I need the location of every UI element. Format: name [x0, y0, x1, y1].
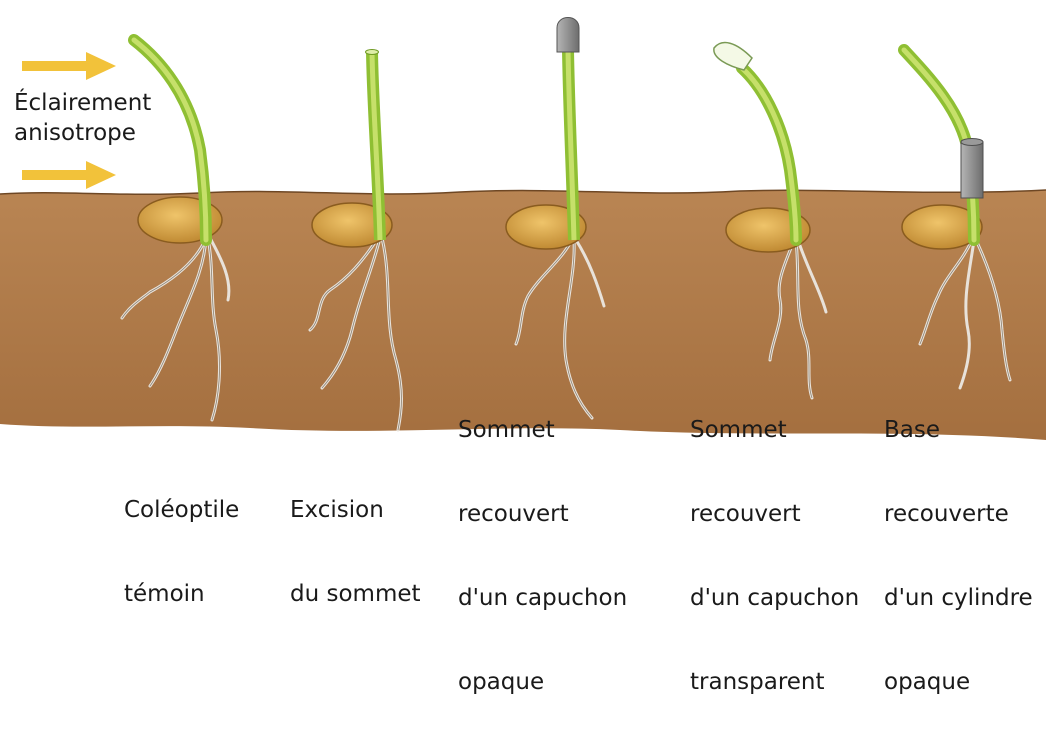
label-line: d'un cylindre: [884, 584, 1033, 612]
light-arrow-bottom: [22, 161, 116, 189]
phototropism-diagram: Éclairement anisotrope Coléoptile témoin…: [0, 0, 1046, 500]
opaque-cylinder: [961, 142, 983, 198]
light-label: Éclairement anisotrope: [14, 88, 151, 148]
label-line: du sommet: [290, 580, 421, 608]
label-line: d'un capuchon: [458, 584, 627, 612]
light-arrow-top: [22, 52, 116, 80]
plant-label-control: Coléoptile témoin: [124, 440, 239, 664]
transparent-cap: [714, 43, 752, 70]
label-line: Base: [884, 416, 1033, 444]
label-line: recouvert: [690, 500, 859, 528]
label-line: Excision: [290, 496, 421, 524]
label-line: recouverte: [884, 500, 1033, 528]
label-line: Coléoptile: [124, 496, 239, 524]
cut-tip: [366, 50, 379, 55]
label-line: d'un capuchon: [690, 584, 859, 612]
light-label-line2: anisotrope: [14, 118, 151, 148]
label-line: opaque: [884, 668, 1033, 696]
light-label-line1: Éclairement: [14, 88, 151, 118]
plant-label-base-cylinder: Base recouverte d'un cylindre opaque: [884, 360, 1033, 752]
label-line: transparent: [690, 668, 859, 696]
opaque-cap: [557, 18, 579, 53]
plant-label-excised-tip: Excision du sommet: [290, 440, 421, 664]
label-line: opaque: [458, 668, 627, 696]
label-line: Sommet: [458, 416, 627, 444]
label-line: Sommet: [690, 416, 859, 444]
label-line: témoin: [124, 580, 239, 608]
plant-label-transparent-cap: Sommet recouvert d'un capuchon transpare…: [690, 360, 859, 752]
label-line: recouvert: [458, 500, 627, 528]
plant-label-opaque-cap: Sommet recouvert d'un capuchon opaque: [458, 360, 627, 752]
